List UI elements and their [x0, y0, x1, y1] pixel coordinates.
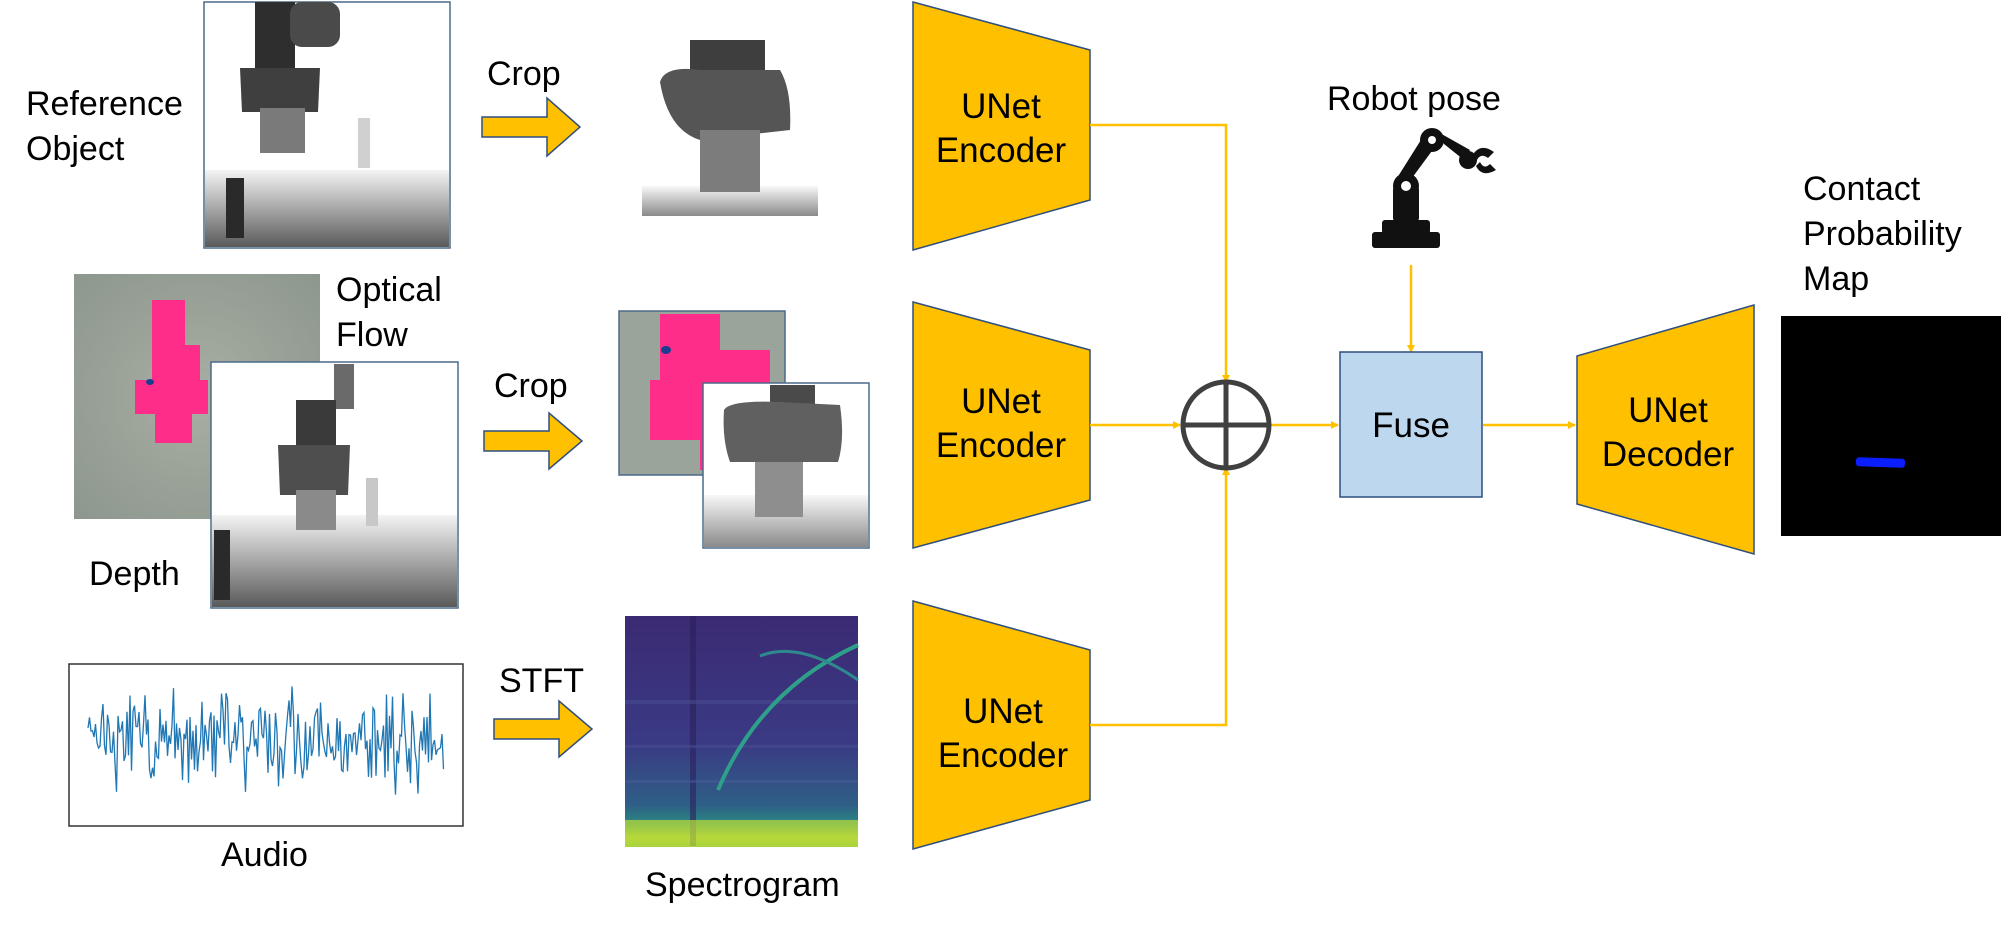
sum-icon: [1180, 379, 1272, 471]
encoder-bottom-line2: Encoder: [938, 736, 1069, 775]
reference-object-label-line2: Object: [26, 130, 125, 168]
crop-arrow-middle: [483, 411, 584, 471]
robot-arm-icon: [1372, 128, 1496, 248]
cropped-reference-image: [642, 38, 818, 216]
encoder-bottom-line1: UNet: [963, 692, 1043, 731]
contact-probability-map: [1781, 316, 2001, 536]
robot-pose-label: Robot pose: [1327, 80, 1501, 118]
encoder-middle-line2: Encoder: [936, 426, 1067, 465]
reference-depth-image: [203, 1, 451, 249]
crop-arrow-top: [481, 96, 582, 158]
encoder-top-line1: UNet: [961, 87, 1041, 126]
spectrogram-image: [625, 616, 859, 847]
depth-label: Depth: [89, 555, 180, 593]
connectors: [1090, 123, 1576, 727]
unet-encoder-middle: UNet Encoder: [912, 301, 1091, 549]
encoder-middle-line1: UNet: [961, 382, 1041, 421]
reference-object-label-line1: Reference: [26, 85, 183, 123]
cropped-depth-image: [702, 382, 870, 549]
unet-encoder-bottom: UNet Encoder: [912, 600, 1091, 850]
encoder-top-line2: Encoder: [936, 131, 1067, 170]
crop-label-top: Crop: [487, 55, 561, 93]
connector-top-encoder: [1090, 123, 1230, 383]
unet-encoder-top: UNet Encoder: [912, 1, 1091, 251]
crop-label-middle: Crop: [494, 367, 568, 405]
decoder-line2: Decoder: [1602, 435, 1735, 474]
audio-label: Audio: [221, 836, 308, 874]
contact-map-label-line3: Map: [1803, 260, 1870, 298]
stft-label: STFT: [499, 662, 584, 700]
spectrogram-label: Spectrogram: [645, 866, 840, 904]
contact-map-label-line2: Probability: [1803, 215, 1962, 253]
audio-waveform: [68, 663, 464, 827]
connector-bottom-encoder: [1090, 467, 1230, 727]
fuse-block: Fuse: [1339, 351, 1483, 498]
stft-arrow: [493, 699, 594, 759]
fuse-label: Fuse: [1372, 406, 1450, 445]
optical-flow-label-line1: Optical: [336, 271, 442, 309]
depth-image: [210, 361, 459, 609]
contact-map-label-line1: Contact: [1803, 170, 1921, 208]
unet-decoder: UNet Decoder: [1576, 304, 1755, 555]
optical-flow-label-line2: Flow: [336, 316, 408, 354]
decoder-line1: UNet: [1628, 391, 1708, 430]
